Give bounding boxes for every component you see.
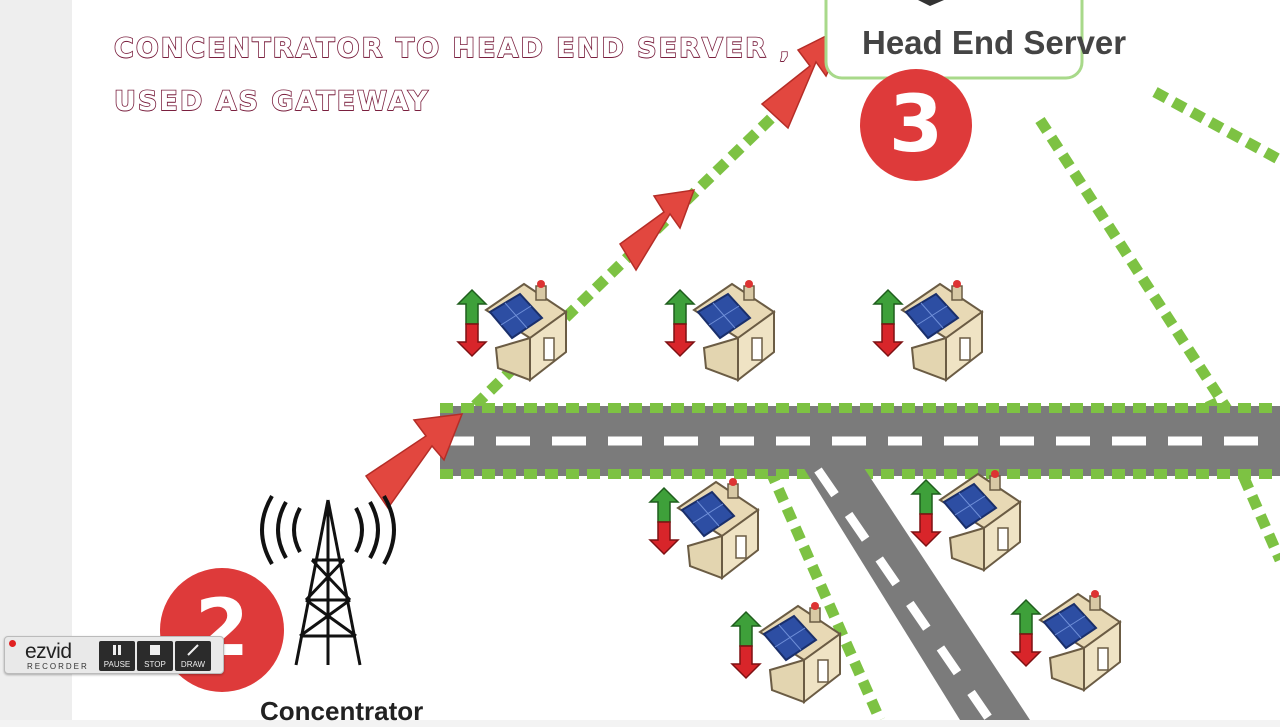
arrow-1	[364, 413, 464, 510]
caption-line-1: CONCENTRATOR TO HEAD END SERVER ,	[113, 32, 792, 65]
diagonal-road	[800, 462, 1030, 720]
gateway-link	[456, 96, 794, 424]
stop-button[interactable]: STOP	[137, 641, 173, 671]
draw-button[interactable]: DRAW	[175, 641, 211, 671]
draw-label: DRAW	[180, 660, 206, 669]
tower-icon	[260, 494, 396, 666]
link-lower-a	[764, 467, 886, 720]
pause-label: PAUSE	[103, 660, 131, 669]
stop-icon	[150, 645, 160, 655]
pause-icon	[113, 645, 121, 655]
step-3-badge	[860, 69, 972, 181]
recorder-logo: ezvid	[25, 640, 72, 663]
caption-line-2: USED AS GATEWAY	[113, 85, 430, 118]
head-end-box	[824, 0, 1084, 80]
server-icon	[918, 0, 944, 6]
arrow-2	[618, 189, 696, 272]
recorder-panel: ezvid RECORDER PAUSE STOP DRAW	[4, 636, 224, 674]
concentrator-label: Concentrator	[260, 696, 424, 726]
horizontal-road	[440, 403, 1280, 479]
link-right-b	[1152, 87, 1280, 165]
recorder-widget: ezvid RECORDER PAUSE STOP DRAW	[4, 630, 224, 674]
pencil-icon	[187, 644, 199, 656]
stop-label: STOP	[144, 660, 166, 669]
head-end-label: Head End Server	[862, 24, 1127, 61]
record-indicator-icon	[9, 640, 16, 647]
step-3-number: 3	[888, 80, 944, 170]
recorder-subtitle: RECORDER	[27, 662, 89, 671]
pause-button[interactable]: PAUSE	[99, 641, 135, 671]
